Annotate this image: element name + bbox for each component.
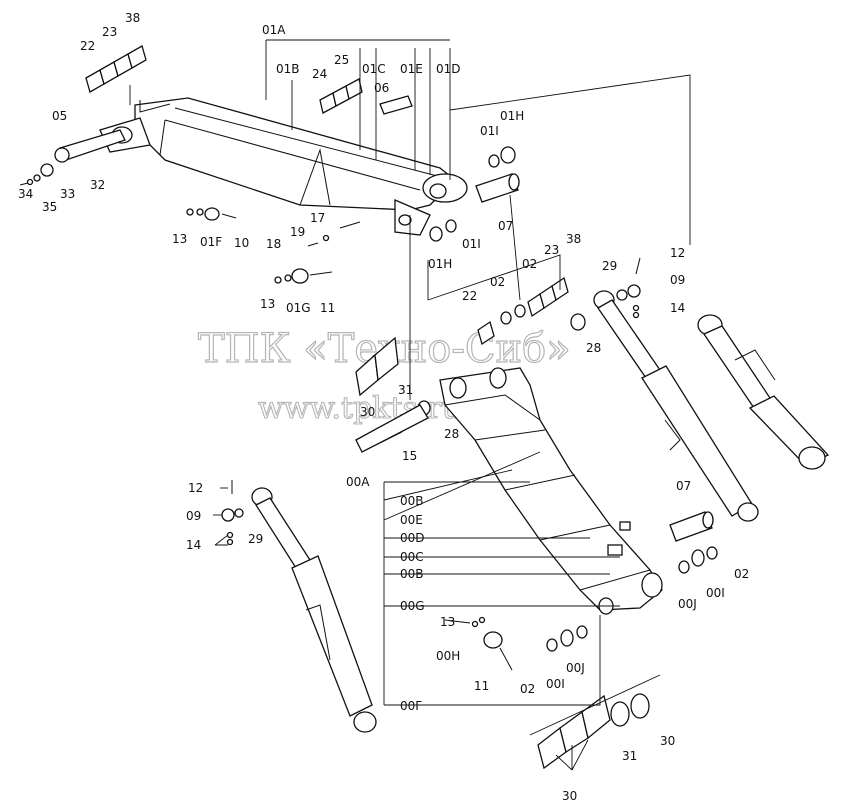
callout-02-d: 02 [520, 682, 535, 696]
callout-01g: 01G [286, 301, 311, 315]
callout-01d: 01D [436, 62, 461, 76]
callout-13-lower: 13 [440, 615, 455, 629]
callout-12-left: 12 [188, 481, 203, 495]
callout-01c: 01C [362, 62, 386, 76]
callout-38: 38 [125, 11, 140, 25]
callout-29-left: 29 [248, 532, 263, 546]
callout-02-b: 02 [522, 257, 537, 271]
callout-13-mid: 13 [260, 297, 275, 311]
callout-28-right: 28 [586, 341, 601, 355]
callout-38-right: 38 [566, 232, 581, 246]
hydraulic-cylinders [221, 257, 830, 733]
callout-29-right: 29 [602, 259, 617, 273]
callout-22: 22 [80, 39, 95, 53]
callout-00i-right: 00I [706, 586, 725, 600]
callout-00h: 00H [436, 649, 460, 663]
callout-00a: 00A [346, 475, 370, 489]
callout-00b-lower: 00B [400, 567, 424, 581]
callout-25: 25 [334, 53, 349, 67]
callout-30-left: 30 [360, 405, 375, 419]
callout-32: 32 [90, 178, 105, 192]
callout-12-right: 12 [670, 246, 685, 260]
callout-33: 33 [60, 187, 75, 201]
callout-01a: 01A [262, 23, 286, 37]
callout-01h-upper: 01H [500, 109, 524, 123]
callout-01f: 01F [200, 235, 222, 249]
callout-35: 35 [42, 200, 57, 214]
callout-30-bottom-right: 30 [660, 734, 675, 748]
callout-11-upper: 11 [320, 301, 335, 315]
callout-09-left: 09 [186, 509, 201, 523]
boom-assembly [355, 276, 718, 770]
arm-assembly [19, 45, 520, 284]
part-callouts: 38 23 22 01A 01B 24 25 01C 01E 01D 06 05… [18, 11, 749, 803]
callout-23: 23 [102, 25, 117, 39]
callout-19: 19 [290, 225, 305, 239]
callout-00f: 00F [400, 699, 422, 713]
callout-14-right: 14 [670, 301, 685, 315]
callout-28-left: 28 [444, 427, 459, 441]
callout-01h-lower: 01H [428, 257, 452, 271]
callout-00d: 00D [400, 531, 425, 545]
callout-31-bottom: 31 [622, 749, 637, 763]
callout-00j-lower: 00J [566, 661, 585, 675]
callout-02-c: 02 [734, 567, 749, 581]
callout-30-bottom: 30 [562, 789, 577, 803]
callout-01i-lower: 01I [462, 237, 481, 251]
reference-lines [129, 39, 691, 771]
callout-00j-right: 00J [678, 597, 697, 611]
callout-34: 34 [18, 187, 33, 201]
callout-15: 15 [402, 449, 417, 463]
callout-05: 05 [52, 109, 67, 123]
callout-00g: 00G [400, 599, 425, 613]
callout-24: 24 [312, 67, 327, 81]
callout-01b: 01B [276, 62, 300, 76]
callout-22-right: 22 [462, 289, 477, 303]
callout-18: 18 [266, 237, 281, 251]
callout-00b-upper: 00B [400, 494, 424, 508]
callout-17: 17 [310, 211, 325, 225]
callout-13-upper: 13 [172, 232, 187, 246]
callout-10: 10 [234, 236, 249, 250]
callout-02-a: 02 [490, 275, 505, 289]
callout-09-right: 09 [670, 273, 685, 287]
callout-11-lower: 11 [474, 679, 489, 693]
callout-06: 06 [374, 81, 389, 95]
callout-01i-upper: 01I [480, 124, 499, 138]
callout-00c: 00C [400, 550, 424, 564]
callout-14-left: 14 [186, 538, 201, 552]
callout-31-left: 31 [398, 383, 413, 397]
callout-07-lower: 07 [676, 479, 691, 493]
callout-01e: 01E [400, 62, 423, 76]
callout-00i-lower: 00I [546, 677, 565, 691]
callout-23-right: 23 [544, 243, 559, 257]
callout-07-upper: 07 [498, 219, 513, 233]
callout-00e: 00E [400, 513, 423, 527]
